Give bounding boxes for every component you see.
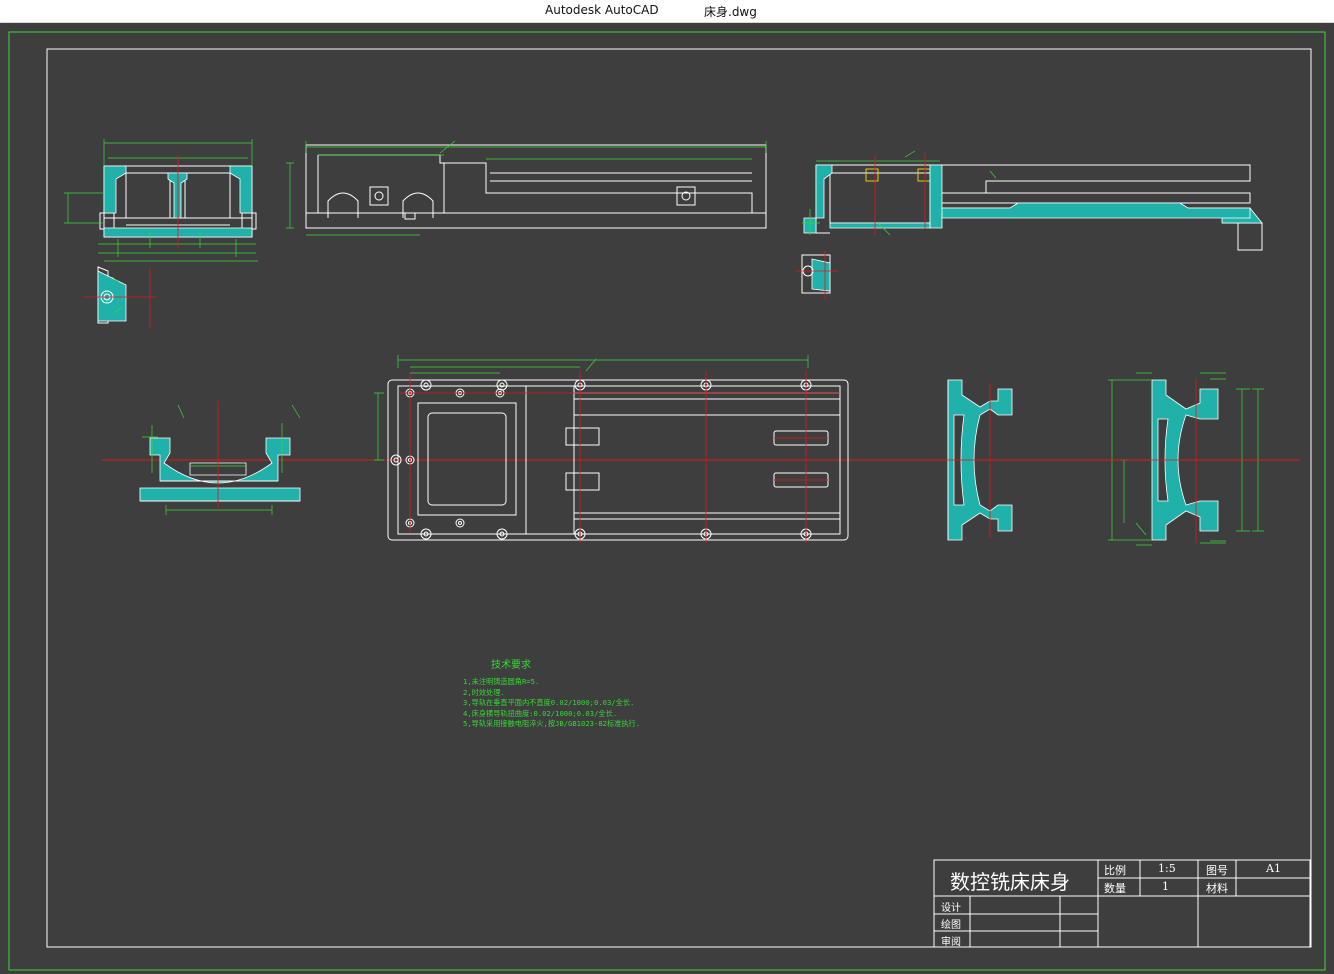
quantity-label: 数量: [1104, 882, 1126, 895]
scale-value: 1:5: [1158, 862, 1176, 875]
review-label: 审阅: [941, 937, 961, 948]
draw-label: 绘图: [941, 920, 961, 931]
cad-drawing: [8, 31, 1326, 971]
view-plan-dims: [374, 355, 809, 461]
tech-requirement-item: 4,床身横导轨扭曲度:0.02/1000;0.03/全长.: [463, 708, 618, 718]
view-end-section-c: [947, 379, 1013, 541]
file-title: 床身.dwg: [704, 5, 757, 19]
view-side-elevation-dims: [286, 140, 767, 236]
view-end-section-d-dims: [1108, 372, 1264, 546]
tech-requirements: 技术要求 1,未注明铸造圆角R=5. 2,时效处理. 3,导轨在垂直平面内不直度…: [463, 656, 640, 730]
window-title-bar: Autodesk AutoCAD 床身.dwg: [0, 0, 1334, 23]
view-plan-centerlines: [400, 371, 840, 543]
tech-requirement-item: 1,未注明铸造圆角R=5.: [463, 677, 540, 686]
detail-view-a-hatch: [97, 270, 127, 322]
tech-requirement-item: 2,时效处理.: [463, 687, 505, 697]
outer-frame: [8, 31, 1326, 971]
view-cross-section-left: [139, 437, 301, 502]
title-block-grid: [933, 859, 1311, 948]
drawing-title: 数控铣床床身: [950, 870, 1070, 894]
view-section-b-hatch: [803, 164, 1263, 234]
inner-frame: [46, 48, 1312, 948]
tech-requirements-title: 技术要求: [491, 660, 531, 671]
detail-view-b: [796, 251, 838, 299]
tech-requirement-item: 3,导轨在垂直平面内不直度0.02/1000;0.03/全长.: [463, 698, 635, 707]
view-end-section-a-dims: [64, 139, 258, 262]
view-side-elevation: [305, 144, 767, 229]
design-label: 设计: [941, 903, 961, 914]
drawing-canvas[interactable]: 技术要求 1,未注明铸造圆角R=5. 2,时效处理. 3,导轨在垂直平面内不直度…: [0, 23, 1334, 974]
drawing-no-label: 图号: [1206, 864, 1228, 877]
quantity-value: 1: [1162, 880, 1169, 893]
tech-requirement-item: 5,导轨采用接触电阻淬火,按JB/GB1023-82标准执行.: [463, 719, 641, 728]
drawing-no-value: A1: [1266, 862, 1281, 875]
view-section-b-dims: [802, 150, 997, 236]
material-label: 材料: [1206, 882, 1228, 895]
scale-label: 比例: [1104, 864, 1126, 877]
app-title: Autodesk AutoCAD: [545, 3, 659, 17]
view-cross-section-left-dims: [142, 404, 301, 515]
